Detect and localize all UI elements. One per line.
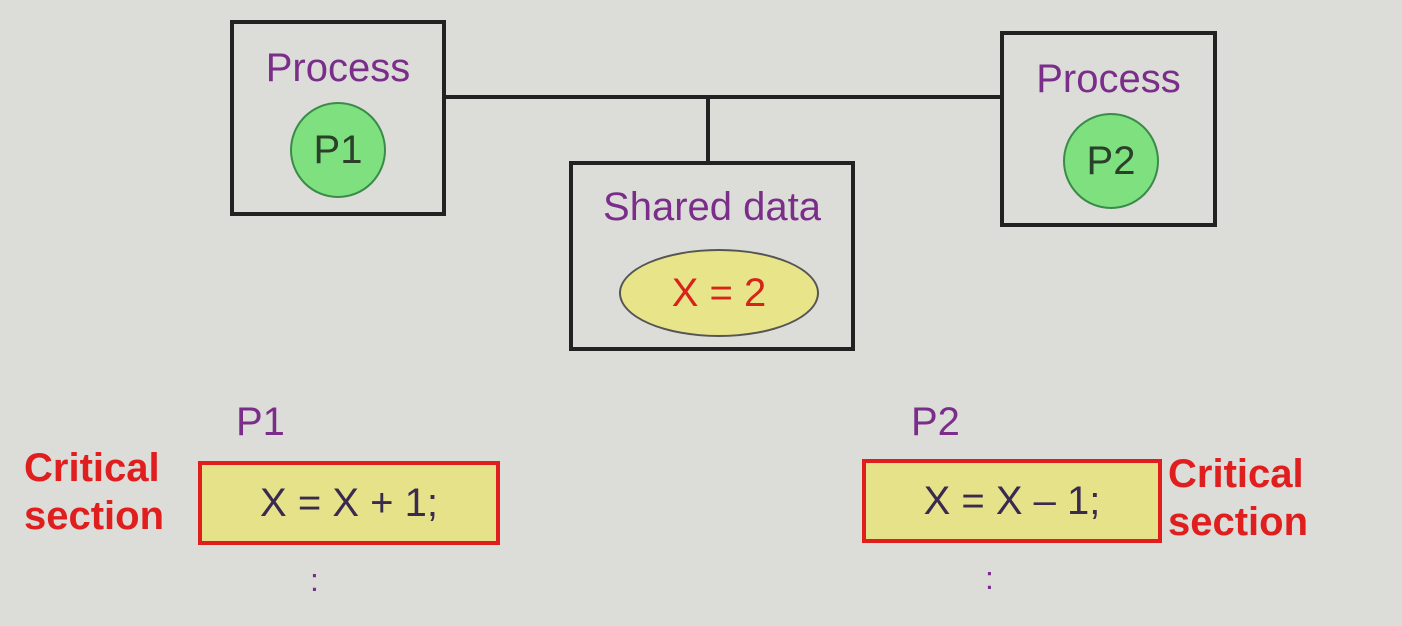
- p1-critical-line2: section: [24, 494, 165, 538]
- process-title-p2: Process: [1036, 57, 1181, 101]
- shared-data-value: X = 2: [619, 249, 819, 337]
- p2-critical-section-label: Critical section: [1168, 450, 1308, 546]
- process-node-p2: P2: [1063, 113, 1159, 209]
- connector-vertical: [706, 97, 710, 163]
- process-node-p1: P1: [290, 102, 386, 198]
- process-title-p1: Process: [265, 46, 411, 90]
- shared-data-title: Shared data: [603, 185, 821, 229]
- connector-horizontal: [442, 95, 1002, 99]
- p1-critical-section-label: Critical section: [24, 444, 164, 540]
- p1-code-label: P1: [236, 400, 285, 444]
- p2-code-box: X = X – 1;: [862, 459, 1162, 543]
- p1-critical-line1: Critical: [24, 446, 160, 490]
- p2-code-label: P2: [911, 400, 960, 444]
- process-box-p1: Process P1: [230, 20, 446, 216]
- p1-code-box: X = X + 1;: [198, 461, 500, 545]
- shared-data-box: Shared data X = 2: [569, 161, 855, 351]
- p1-continuation: :: [310, 562, 319, 598]
- p2-continuation: :: [985, 560, 994, 596]
- p2-critical-line1: Critical: [1168, 452, 1304, 496]
- process-box-p2: Process P2: [1000, 31, 1217, 227]
- p2-critical-line2: section: [1168, 500, 1309, 544]
